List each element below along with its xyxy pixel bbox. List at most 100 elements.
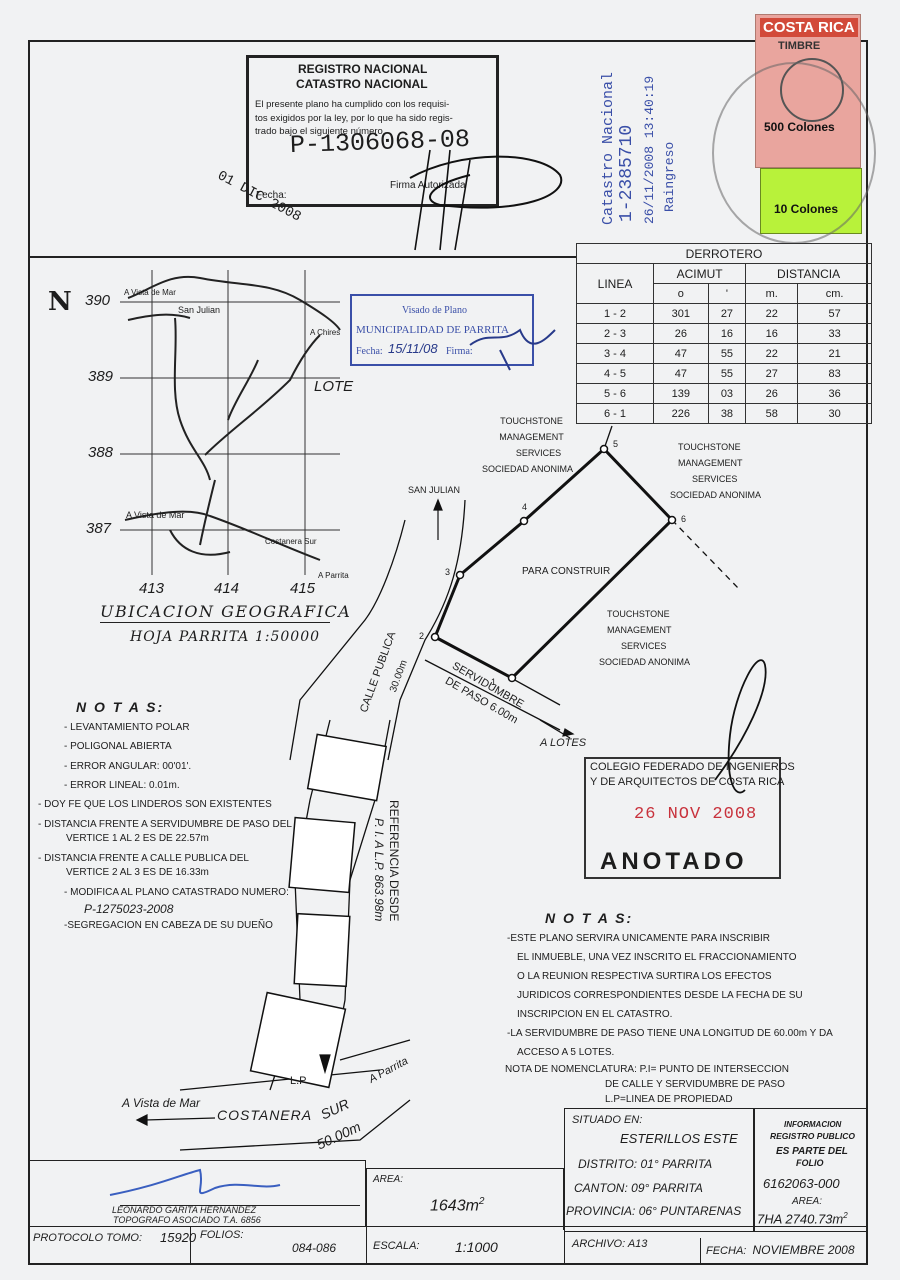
map-place: A Vista de Mar xyxy=(126,510,185,520)
distrito-value: 01° PARRITA xyxy=(640,1157,713,1171)
folios-value: 084-086 xyxy=(292,1241,337,1255)
registro-firma-label: Firma Autorizada xyxy=(390,180,466,191)
list-item: NOTA DE NOMENCLATURA: P.I= PUNTO DE INTE… xyxy=(505,1064,790,1075)
y-tick-389: 389 xyxy=(88,368,114,385)
san-julian-label: SAN JULIAN xyxy=(408,485,461,495)
visado-fecha-label: Fecha: xyxy=(356,346,383,357)
y-tick-388: 388 xyxy=(88,444,114,461)
cell: 6 - 1 xyxy=(576,403,654,424)
info-line1: INFORMACION xyxy=(784,1120,842,1129)
archivo-label: ARCHIVO: xyxy=(572,1238,626,1250)
area2-number: 7HA 2740.73m xyxy=(757,1211,844,1227)
list-item: - ERROR ANGULAR: 00'01'. xyxy=(64,760,192,772)
lp-label: L.P xyxy=(290,1075,307,1087)
registro-fecha-label: Fecha: xyxy=(256,190,287,201)
footer-topografo-box xyxy=(28,1160,366,1226)
visado-firma-label: Firma: xyxy=(446,346,473,357)
canton-value: 09° PARRITA xyxy=(631,1181,703,1195)
x-tick-413: 413 xyxy=(139,580,165,597)
footer-area-box xyxy=(366,1168,564,1230)
list-item: ACCESO A 5 LOTES. xyxy=(517,1047,615,1058)
map-place: A Chires xyxy=(310,328,341,337)
vertex-1: 1 xyxy=(491,677,497,687)
derrotero-sub-m: m. xyxy=(745,283,799,304)
list-item: VERTICE 1 AL 2 ES DE 22.57m xyxy=(66,833,209,845)
cell: 26 xyxy=(653,323,709,344)
list-item: -LA SERVIDUMBRE DE PASO TIENE UNA LONGIT… xyxy=(507,1028,833,1039)
footer-info-box xyxy=(754,1108,868,1232)
derrotero-table: DERROTERO LINEA ACIMUT DISTANCIA o ' m. … xyxy=(576,243,872,424)
list-item: - DISTANCIA FRENTE A SERVIDUMBRE DE PASO… xyxy=(38,819,292,831)
list-item: - ERROR LINEAL: 0.01m. xyxy=(64,779,180,791)
list-item: - MODIFICA AL PLANO CATASTRADO NUMERO: xyxy=(64,887,289,899)
colegio-date: 26 NOV 2008 xyxy=(634,805,758,824)
protocolo-label: PROTOCOLO TOMO: xyxy=(33,1232,142,1244)
y-tick-387: 387 xyxy=(86,520,112,537)
cell: 55 xyxy=(707,343,747,364)
topografo-name: LEONARDO GARITA HERNANDEZ xyxy=(112,1205,257,1215)
derrotero-col-distancia: DISTANCIA xyxy=(745,263,872,284)
visado-stamp xyxy=(350,294,534,366)
vertex-3: 3 xyxy=(445,567,451,577)
owner-line: SOCIEDAD ANONIMA xyxy=(482,464,574,474)
owner-line: SERVICES xyxy=(621,641,667,651)
map-place: A Parrita xyxy=(318,571,349,580)
distrito-row: DISTRITO: 01° PARRITA xyxy=(578,1157,713,1172)
vertex-5: 5 xyxy=(613,439,619,449)
area2-label: AREA: xyxy=(792,1196,823,1207)
registro-body1: El presente plano ha cumplido con los re… xyxy=(255,99,450,110)
cell: 26 xyxy=(745,383,799,404)
list-item: DE CALLE Y SERVIDUMBRE DE PASO xyxy=(605,1079,785,1090)
costanera-label: COSTANERA xyxy=(217,1107,313,1123)
fecha-value: NOVIEMBRE 2008 xyxy=(752,1243,855,1257)
info-line2: REGISTRO PUBLICO xyxy=(770,1131,856,1141)
vertex-6: 6 xyxy=(681,514,687,524)
owner-line: TOUCHSTONE xyxy=(678,442,741,452)
visado-title: Visado de Plano xyxy=(402,305,467,316)
owner-line: TOUCHSTONE xyxy=(607,609,670,619)
owner-line: TOUCHSTONE xyxy=(500,416,563,426)
archivo-row: ARCHIVO: A13 xyxy=(572,1238,647,1251)
owner-line: MANAGEMENT xyxy=(499,432,564,442)
situado-label: SITUADO EN: xyxy=(572,1114,643,1126)
footer-sep xyxy=(564,1232,565,1264)
ubicacion-title: UBICACION GEOGRAFICA xyxy=(100,602,352,621)
registro-body2: tos exigidos por la ley, por lo que ha s… xyxy=(255,113,453,124)
cell: 16 xyxy=(707,323,747,344)
escala-label: ESCALA: xyxy=(373,1240,420,1252)
info-line4: FOLIO xyxy=(796,1158,824,1168)
map-place: Costanera Sur xyxy=(265,537,317,546)
colegio-line1: COLEGIO FEDERADO DE INGENIEROS xyxy=(590,761,795,773)
footer-bottom-line xyxy=(28,1226,868,1227)
list-item: -ESTE PLANO SERVIRA UNICAMENTE PARA INSC… xyxy=(507,933,771,944)
archivo-value: A13 xyxy=(627,1238,648,1250)
situado-value: ESTERILLOS ESTE xyxy=(620,1131,738,1146)
list-item: VERTICE 2 AL 3 ES DE 16.33m xyxy=(66,867,209,879)
cell: 22 xyxy=(745,343,799,364)
cell: 16 xyxy=(745,323,799,344)
footer-sep xyxy=(366,1230,367,1264)
owner-line: SERVICES xyxy=(515,448,562,458)
plan-frame xyxy=(28,40,868,1265)
list-item: INSCRIPCION EN EL CATASTRO. xyxy=(517,1009,673,1020)
list-item: - DISTANCIA FRENTE A CALLE PUBLICA DEL xyxy=(38,853,249,865)
area-unit-sup: 2 xyxy=(478,1196,485,1207)
protocolo-value: 15920 xyxy=(160,1230,197,1245)
derrotero-col-linea: LINEA xyxy=(576,263,654,304)
topografo-title: TOPOGRAFO ASOCIADO T.A. 6856 xyxy=(113,1215,261,1225)
area2-value: 7HA 2740.73m2 xyxy=(757,1211,848,1227)
notas-left-title: N O T A S: xyxy=(76,699,165,715)
cell: 47 xyxy=(653,363,709,384)
list-item: JURIDICOS CORRESPONDIENTES DESDE LA FECH… xyxy=(517,990,803,1001)
colegio-line2: Y DE ARQUITECTOS DE COSTA RICA xyxy=(590,776,785,788)
cell: 3 - 4 xyxy=(576,343,654,364)
x-tick-414: 414 xyxy=(214,580,240,597)
list-item: L.P=LINEA DE PROPIEDAD xyxy=(605,1094,733,1105)
registro-title2: CATASTRO NACIONAL xyxy=(296,77,428,91)
escala-value: 1:1000 xyxy=(455,1239,498,1255)
